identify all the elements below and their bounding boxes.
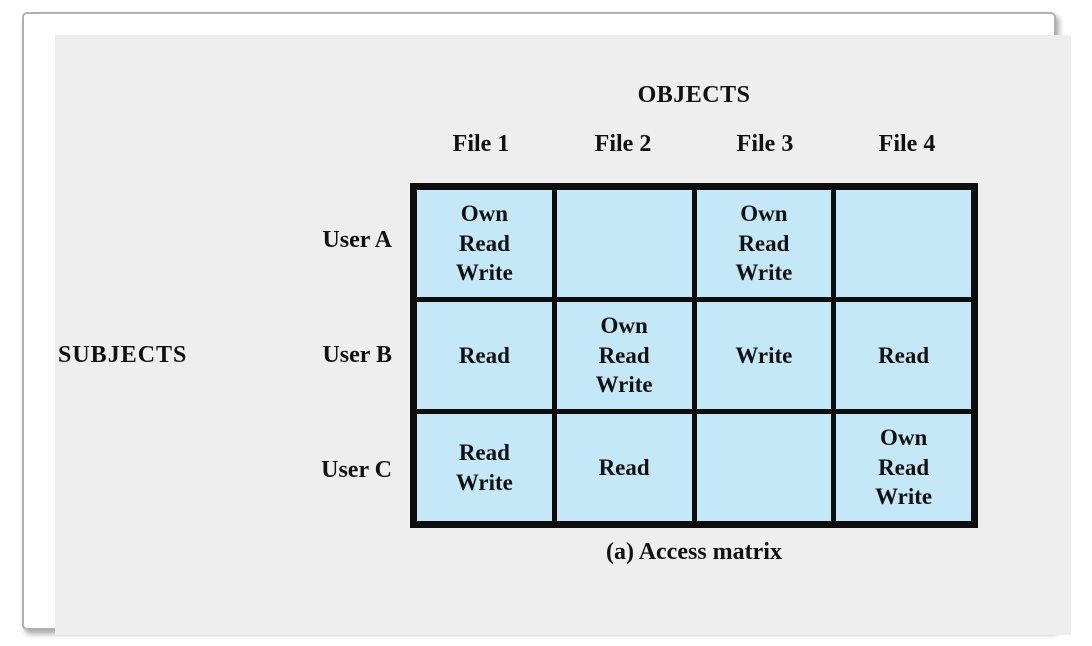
- figure-caption: (a) Access matrix: [606, 539, 782, 565]
- row-labels: User A User B User C: [240, 183, 392, 528]
- matrix-cell-usera-file1: Own Read Write: [417, 190, 552, 297]
- row-label-user-a: User A: [322, 227, 392, 253]
- matrix-cell-userb-file1: Read: [417, 302, 552, 409]
- column-headers: File 1 File 2 File 3 File 4: [410, 131, 978, 158]
- access-matrix-grid: Own Read Write Own Read Write Read Own R…: [410, 183, 978, 528]
- column-header-file3: File 3: [736, 131, 794, 157]
- matrix-cell-userc-file1: Read Write: [417, 414, 552, 521]
- matrix-cell-usera-file4: [836, 190, 971, 297]
- row-label-user-c: User C: [321, 457, 392, 483]
- column-header-file1: File 1: [452, 131, 510, 157]
- matrix-cell-usera-file3: Own Read Write: [696, 190, 832, 297]
- matrix-cell-userc-file3: [696, 414, 832, 521]
- matrix-cell-userb-file2: Own Read Write: [556, 302, 692, 409]
- matrix-cell-userc-file4: Own Read Write: [836, 414, 971, 521]
- objects-axis-label: OBJECTS: [637, 82, 751, 108]
- matrix-cell-userc-file2: Read: [556, 414, 692, 521]
- matrix-cell-userb-file4: Read: [836, 302, 971, 409]
- column-header-file4: File 4: [878, 131, 936, 157]
- column-header-file2: File 2: [594, 131, 652, 157]
- subjects-axis-label: SUBJECTS: [58, 342, 188, 368]
- matrix-cell-userb-file3: Write: [696, 302, 832, 409]
- matrix-cell-usera-file2: [556, 190, 692, 297]
- row-label-user-b: User B: [322, 342, 392, 368]
